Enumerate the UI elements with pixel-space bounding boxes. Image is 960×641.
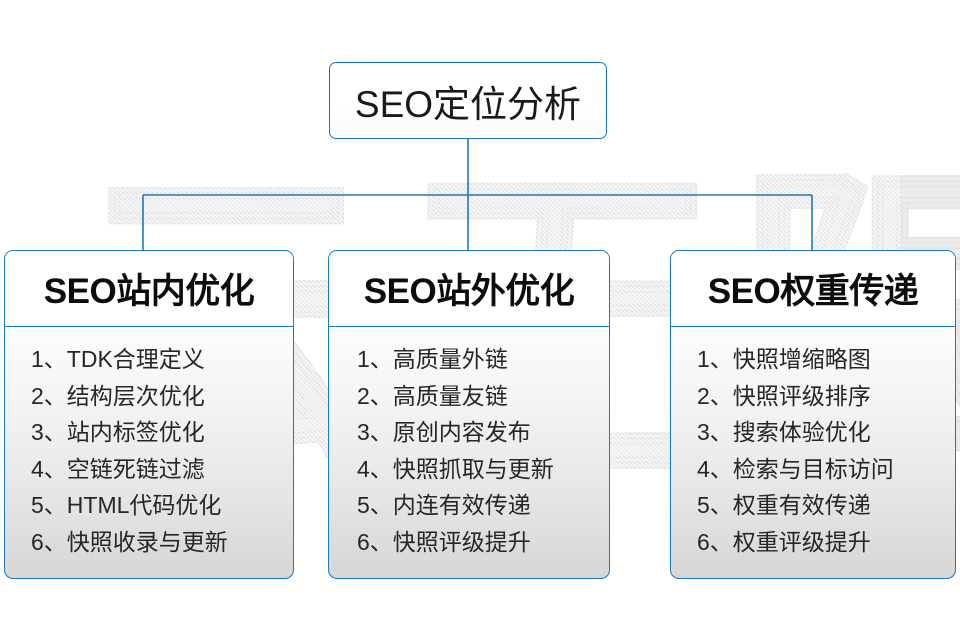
- branch-header: SEO站内优化: [5, 251, 293, 327]
- branch-column-seo-offsite[interactable]: SEO站外优化 1、高质量外链 2、高质量友链 3、原创内容发布 4、快照抓取与…: [328, 250, 610, 579]
- list-item: 2、快照评级排序: [697, 382, 871, 409]
- list-item: 6、快照收录与更新: [31, 528, 228, 555]
- branch-header: SEO站外优化: [329, 251, 609, 327]
- branch-heading-label: SEO站外优化: [363, 272, 575, 311]
- list-item: 1、TDK合理定义: [31, 346, 205, 372]
- list-item: 5、内连有效传递: [357, 492, 531, 518]
- branch-heading-label: SEO权重传递: [707, 272, 919, 311]
- list-item: 6、权重评级提升: [697, 528, 871, 555]
- branch-header: SEO权重传递: [671, 251, 955, 327]
- list-item: 3、站内标签优化: [31, 419, 205, 445]
- list-item: 1、高质量外链: [357, 346, 508, 372]
- list-item: 3、搜索体验优化: [697, 419, 871, 445]
- list-item: 2、结构层次优化: [31, 382, 205, 409]
- list-item: 6、快照评级提升: [357, 528, 531, 555]
- branch-column-seo-weight[interactable]: SEO权重传递 1、快照增缩略图 2、快照评级排序 3、搜索体验优化 4、检索与…: [670, 250, 956, 579]
- branch-item-list: 1、高质量外链 2、高质量友链 3、原创内容发布 4、快照抓取与更新 5、内连有…: [329, 327, 609, 570]
- list-item: 5、HTML代码优化: [31, 492, 222, 518]
- list-item: 3、原创内容发布: [357, 419, 531, 445]
- list-item: 4、检索与目标访问: [697, 455, 894, 482]
- list-item: 2、高质量友链: [357, 382, 508, 409]
- list-item: 4、空链死链过滤: [31, 455, 205, 482]
- list-item: 5、权重有效传递: [697, 492, 871, 518]
- branch-item-list: 1、快照增缩略图 2、快照评级排序 3、搜索体验优化 4、检索与目标访问 5、权…: [671, 327, 955, 570]
- branch-heading-label: SEO站内优化: [43, 272, 255, 311]
- list-item: 4、快照抓取与更新: [357, 455, 554, 482]
- root-node-label: SEO定位分析: [354, 83, 582, 125]
- root-node[interactable]: SEO定位分析: [329, 62, 607, 139]
- branch-column-seo-onsite[interactable]: SEO站内优化 1、TDK合理定义 2、结构层次优化 3、站内标签优化 4、空链…: [4, 250, 294, 579]
- list-item: 1、快照增缩略图: [697, 346, 871, 372]
- branch-item-list: 1、TDK合理定义 2、结构层次优化 3、站内标签优化 4、空链死链过滤 5、H…: [5, 327, 293, 570]
